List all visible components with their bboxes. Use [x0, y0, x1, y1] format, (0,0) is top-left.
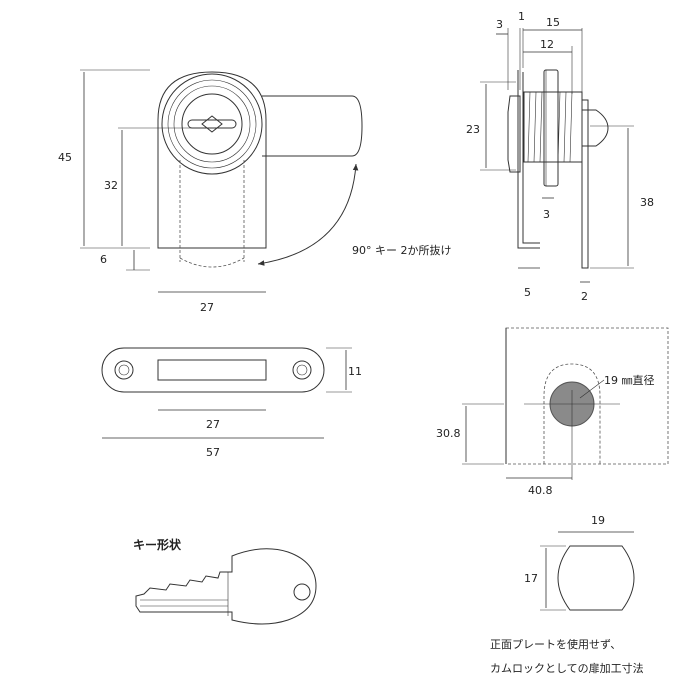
- front-view: 45 32 6 27 90° キー 2か所抜け: [58, 69, 452, 314]
- dim-15-label: 15: [546, 16, 560, 29]
- cylinder-face: [181, 93, 243, 155]
- dim-3-top-label: 3: [496, 18, 503, 31]
- hole-label: 19 ㎜直径: [604, 373, 655, 387]
- key-outline: [135, 548, 317, 625]
- nut-ring-3: [173, 85, 251, 163]
- threaded-barrel: [523, 91, 583, 163]
- dim-32-label: 32: [104, 179, 118, 192]
- front-plate: [517, 70, 540, 249]
- plate-outline: [101, 347, 325, 393]
- nut-ring-2: [167, 79, 257, 169]
- shape-dim-19-label: 19: [591, 514, 605, 527]
- leader-line: [579, 379, 605, 399]
- hidden-barrel: [179, 160, 245, 262]
- dim-3-mid-label: 3: [543, 208, 550, 221]
- cam-arm: [262, 95, 363, 157]
- rotation-note: 90° キー 2か所抜け: [352, 243, 452, 257]
- dim-23-label: 23: [466, 123, 480, 136]
- side-view: 3 1 15 12 23 3 38 5 2: [466, 10, 654, 303]
- keyway-center: [201, 115, 223, 133]
- cam-plate: [581, 99, 589, 269]
- plate-slot: [157, 359, 267, 381]
- front-plate-view: 11 27 57: [101, 347, 362, 459]
- key-hole: [293, 583, 311, 601]
- shape-dim-17-label: 17: [524, 572, 538, 585]
- cylinder-tip: [581, 109, 609, 147]
- note-line-1: 正面プレートを使用せず、: [490, 638, 621, 651]
- plate-dim-27-label: 27: [206, 418, 220, 431]
- dim-5-label: 5: [524, 286, 531, 299]
- left-screw-hole-inner: [118, 364, 130, 376]
- lock-body: [157, 71, 267, 249]
- right-screw-hole: [292, 360, 312, 380]
- key-view: キー形状: [133, 537, 317, 625]
- note-line-2: カムロックとしての扉加工寸法: [490, 661, 644, 675]
- double-d-shape: [557, 545, 635, 611]
- plate-dim-11-label: 11: [348, 365, 362, 378]
- dim-40-8-label: 40.8: [528, 484, 553, 497]
- keyway-slot: [187, 119, 237, 129]
- dim-1-label: 1: [518, 10, 525, 23]
- hidden-barrel-end: [179, 257, 245, 268]
- rotation-arrow: [257, 163, 359, 266]
- dim-45-label: 45: [58, 151, 72, 164]
- cylinder-cap: [507, 95, 521, 173]
- dim-27-label: 27: [200, 301, 214, 314]
- key-blade-grooves: [140, 599, 228, 607]
- dim-38-label: 38: [640, 196, 654, 209]
- front-plate-inner: [522, 72, 540, 244]
- cam-clearance: [543, 363, 601, 464]
- left-screw-hole: [114, 360, 134, 380]
- cutout-shape-view: 19 17: [524, 514, 635, 611]
- hex-nut: [543, 69, 559, 187]
- dim-6-label: 6: [100, 253, 107, 266]
- thread-lines: [527, 91, 573, 163]
- right-screw-hole-inner: [296, 364, 308, 376]
- plate-dim-57-label: 57: [206, 446, 220, 459]
- dim-30-8-label: 30.8: [436, 427, 461, 440]
- outer-nut-ring: [161, 73, 263, 175]
- door-cutout-view: 19 ㎜直径 30.8 40.8: [436, 327, 669, 497]
- dim-2-label: 2: [581, 290, 588, 303]
- dim-12-label: 12: [540, 38, 554, 51]
- key-title: キー形状: [133, 537, 182, 552]
